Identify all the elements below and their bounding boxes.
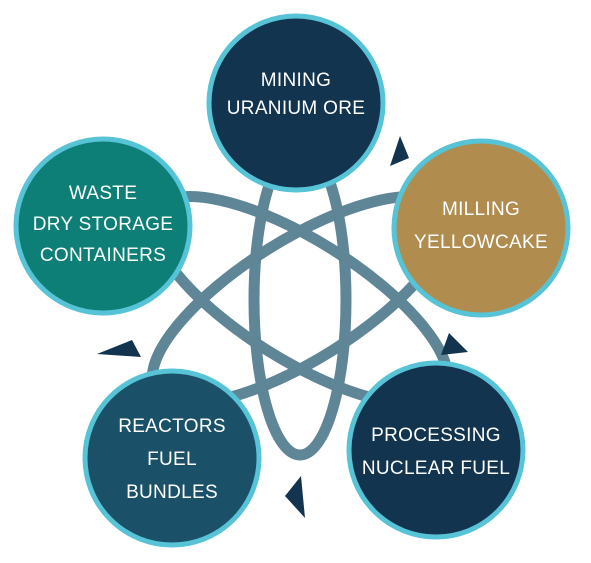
flow-arrows [97,136,468,518]
stage-mining: MINING URANIUM ORE [206,13,386,193]
stage-waste-label-line2: DRY STORAGE [33,214,174,235]
triangle-arrow-icon [441,333,468,355]
stage-processing-label-line2: NUCLEAR FUEL [362,458,510,479]
triangle-arrow-icon [390,136,409,166]
stage-mining-label-line1: MINING [261,70,331,91]
stage-processing-label-line1: PROCESSING [371,425,501,446]
triangle-arrow-icon [285,476,305,518]
stage-processing-circle [346,360,526,540]
stage-waste-circle [13,136,193,316]
stage-reactors-label-line3: BUNDLES [126,482,218,503]
triangle-arrow-icon [97,340,141,357]
stage-milling: MILLING YELLOWCAKE [391,138,571,318]
stage-processing: PROCESSING NUCLEAR FUEL [346,360,526,540]
stage-reactors-circle [82,368,262,548]
stage-mining-label-line2: URANIUM ORE [227,98,365,119]
stage-reactors-label-line2: FUEL [147,449,197,470]
stage-milling-label-line2: YELLOWCAKE [414,232,548,253]
stage-reactors-label-line1: REACTORS [118,416,226,437]
stage-waste-label-line1: WASTE [69,183,137,204]
stage-milling-label-line1: MILLING [442,199,520,220]
stage-milling-circle [391,138,571,318]
stage-mining-circle [206,13,386,193]
stage-waste: WASTE DRY STORAGE CONTAINERS [13,136,193,316]
stage-waste-label-line3: CONTAINERS [40,245,166,266]
stage-reactors: REACTORS FUEL BUNDLES [82,368,262,548]
